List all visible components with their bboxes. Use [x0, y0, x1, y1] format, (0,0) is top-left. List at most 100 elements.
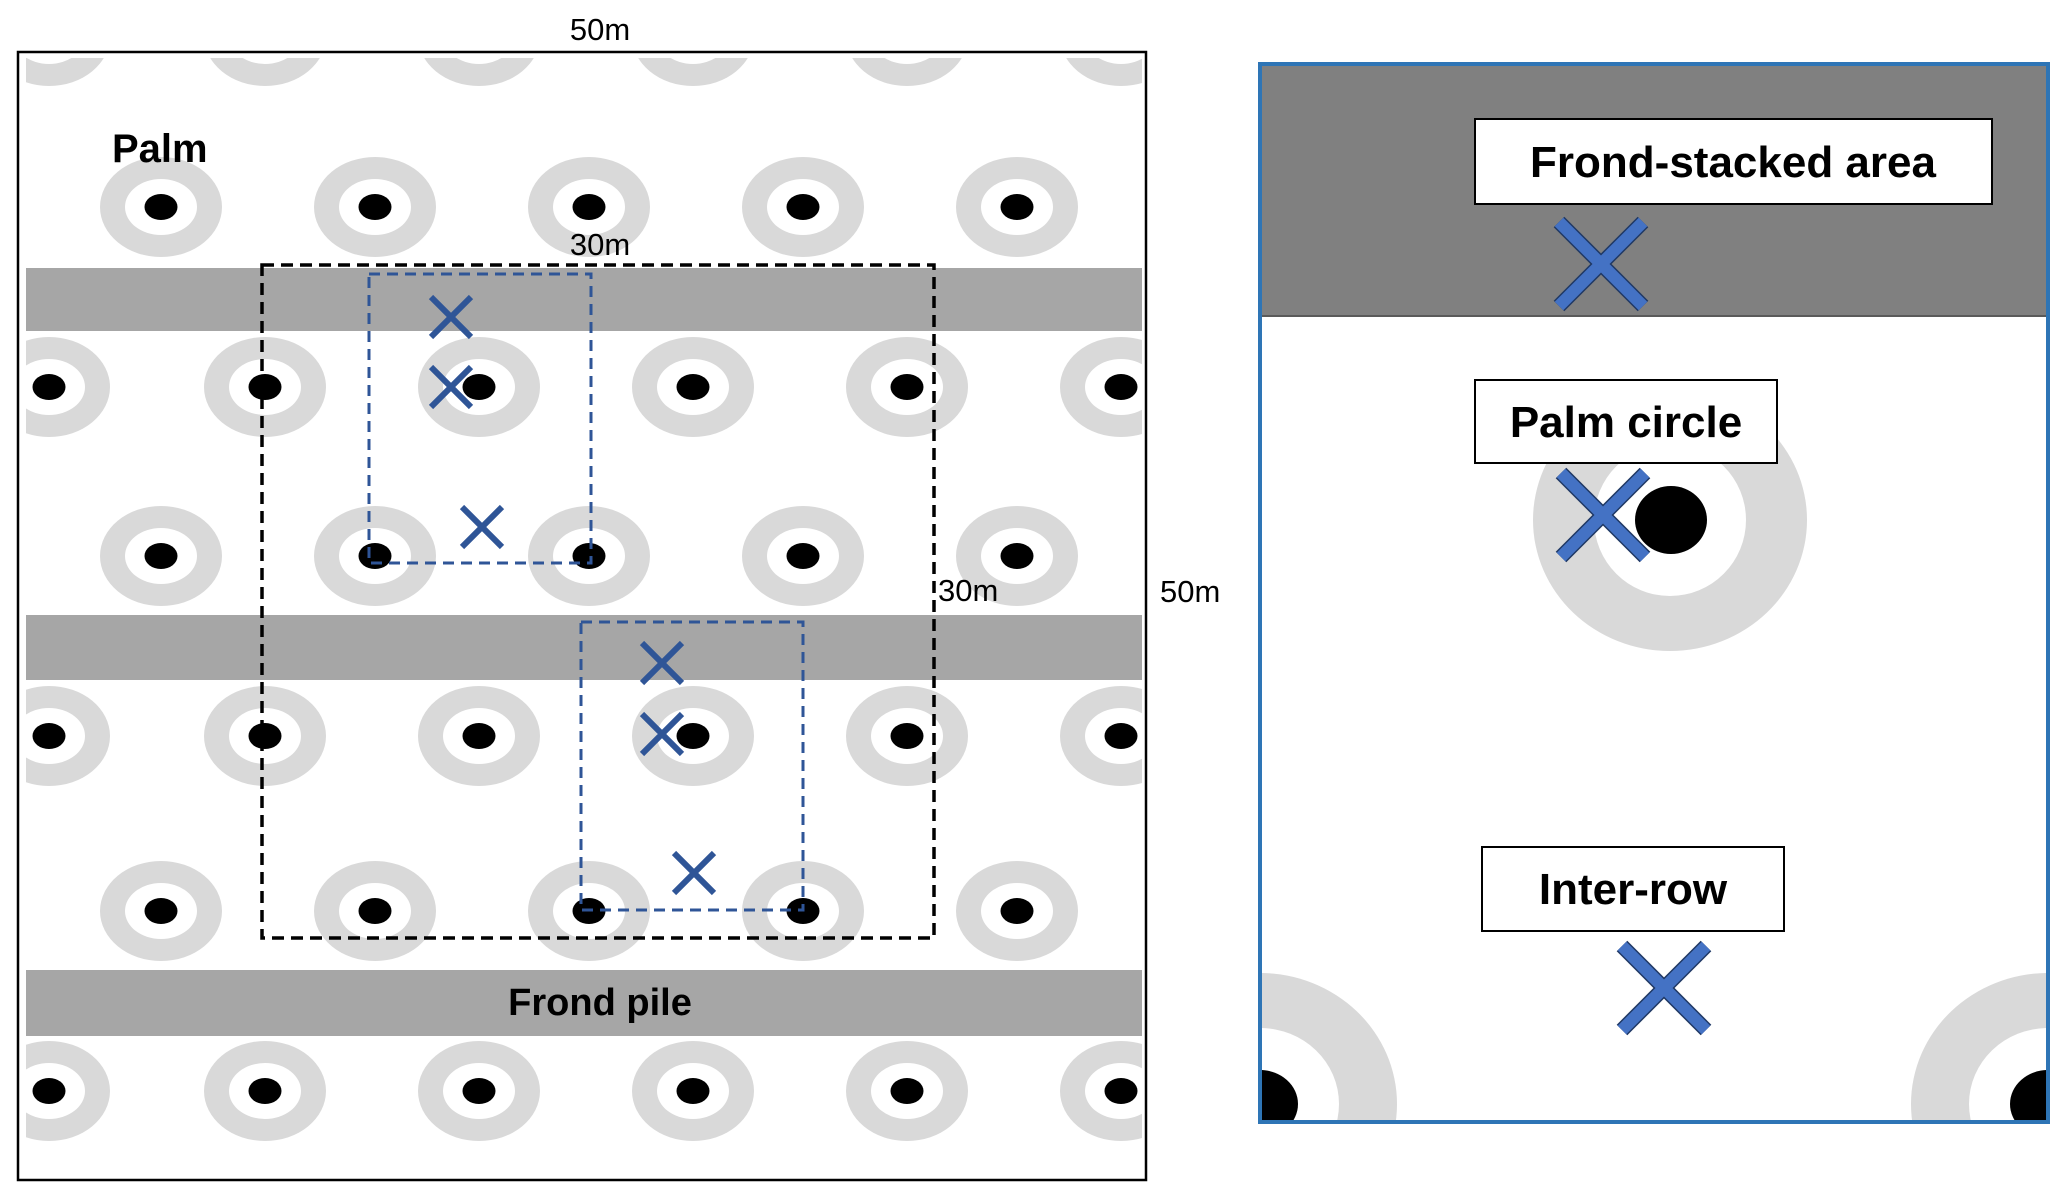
- plot-content: [26, 23, 1142, 1141]
- palm: [1060, 337, 1142, 437]
- palm-trunk: [786, 543, 820, 569]
- palm: [956, 506, 1078, 606]
- inter-row-marker-icon: [1616, 940, 1712, 1036]
- outer-width-label: 50m: [570, 12, 630, 47]
- corner-palm-right: [1911, 973, 2046, 1120]
- frond-stacked-marker-icon: [1553, 216, 1649, 312]
- palm-trunk: [248, 723, 282, 749]
- palm-circle-label: Palm circle: [1510, 398, 1742, 447]
- palm: [26, 686, 110, 786]
- palm: [956, 157, 1078, 257]
- palm: [100, 157, 222, 257]
- detail-border: [1258, 62, 2050, 1124]
- palm-trunk: [572, 194, 606, 220]
- inner-height-label: 30m: [938, 573, 998, 608]
- palm-trunk: [2010, 1070, 2046, 1120]
- palm: [742, 506, 864, 606]
- palm: [846, 337, 968, 437]
- left-panel: Palm Frond pile 50m 50m 30m 30m: [16, 12, 1220, 1182]
- frond-pile-bands: [26, 268, 1142, 1036]
- palm: [314, 506, 436, 606]
- palm-ring: [210, 58, 320, 86]
- outer-height-label: 50m: [1160, 574, 1220, 609]
- palm: [1060, 1041, 1142, 1141]
- palm-label: Palm: [112, 127, 208, 171]
- frond-stacked-label-box: Frond-stacked area: [1474, 118, 1993, 205]
- palm: [100, 861, 222, 961]
- palm-trunk: [890, 374, 924, 400]
- palm: [528, 157, 650, 257]
- palm: [26, 23, 104, 86]
- palm-ring: [26, 58, 104, 86]
- palm-clearing: [884, 58, 930, 64]
- palm-trunk: [676, 374, 710, 400]
- palm-trunk: [891, 23, 924, 49]
- inner-plot-30m: [260, 263, 936, 940]
- inter-row-marker-icon: [671, 850, 717, 896]
- inner-width-label: 30m: [570, 227, 630, 262]
- palm-ring: [1066, 58, 1142, 86]
- palm-trunk: [1000, 194, 1034, 220]
- palm: [852, 23, 962, 86]
- palm: [1066, 23, 1142, 86]
- palm: [638, 23, 748, 86]
- palm-circle-marker-icon: [428, 364, 474, 410]
- palm-trunk: [248, 374, 282, 400]
- palm: [956, 861, 1078, 961]
- palm-trunk: [32, 723, 66, 749]
- palm: [100, 506, 222, 606]
- palm-grid: [26, 23, 1142, 1141]
- palm-trunk: [1105, 23, 1138, 49]
- palm-clearing: [1098, 58, 1142, 64]
- palm-trunk: [462, 374, 496, 400]
- palm: [1060, 686, 1142, 786]
- palm: [418, 1041, 540, 1141]
- palm-circle-marker-icon: [639, 711, 685, 757]
- frond-stacked-label: Frond-stacked area: [1530, 138, 1936, 187]
- palm-trunk: [462, 723, 496, 749]
- frond-pile-marker-icon: [639, 640, 685, 686]
- palm: [846, 686, 968, 786]
- frond-pile-band: [26, 615, 1142, 680]
- palm-trunk: [677, 23, 710, 49]
- palm-clearing: [26, 58, 72, 64]
- palm-trunk: [890, 1078, 924, 1104]
- palm-clearing: [242, 58, 288, 64]
- palm-trunk: [1104, 723, 1138, 749]
- palm-trunk: [1262, 1070, 1298, 1120]
- palm-trunk: [890, 723, 924, 749]
- palm-clearing: [670, 58, 716, 64]
- palm-trunk: [1000, 898, 1034, 924]
- palm: [424, 58, 534, 86]
- palm-trunk: [248, 1078, 282, 1104]
- palm-trunk: [1635, 486, 1707, 554]
- palm-trunk: [1000, 543, 1034, 569]
- inter-row-label: Inter-row: [1539, 865, 1728, 914]
- right-panel: Frond-stacked area Palm circle Inter-row: [1258, 62, 2050, 1124]
- palm: [314, 861, 436, 961]
- palm-trunk: [676, 723, 710, 749]
- palm-trunk: [462, 1078, 496, 1104]
- palm-trunk: [1104, 374, 1138, 400]
- palm: [26, 1041, 110, 1141]
- palm: [204, 337, 326, 437]
- inter-row-marker-icon: [459, 504, 505, 550]
- palm: [204, 686, 326, 786]
- palm: [632, 1041, 754, 1141]
- palm: [632, 686, 754, 786]
- palm-circle-label-box: Palm circle: [1474, 379, 1778, 464]
- palm-trunk: [1104, 1078, 1138, 1104]
- palm-circle-marker-icon: [1555, 467, 1651, 563]
- palm: [742, 157, 864, 257]
- frond-pile-marker-icon: [428, 294, 474, 340]
- inter-row-label-box: Inter-row: [1481, 846, 1785, 932]
- palm-trunk: [572, 543, 606, 569]
- palm: [742, 861, 864, 961]
- palm: [528, 506, 650, 606]
- palm: [846, 1041, 968, 1141]
- palm-trunk: [33, 23, 66, 49]
- palm: [418, 686, 540, 786]
- frond-pile-label: Frond pile: [508, 982, 692, 1024]
- palm: [314, 157, 436, 257]
